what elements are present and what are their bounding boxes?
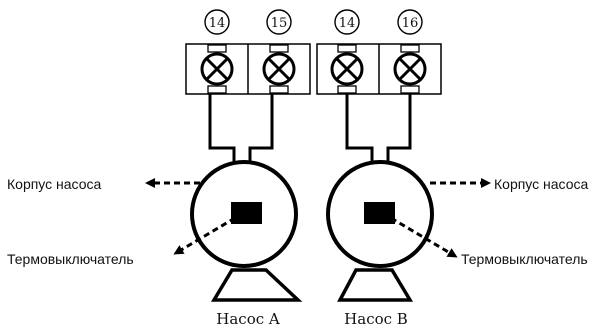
pump-name: Насос B <box>344 310 408 328</box>
housing-label: Корпус насоса <box>7 176 102 192</box>
thermal-switch-label: Термовыключатель <box>7 251 134 267</box>
pump-a: Корпус насоса Термовыключатель Насос A <box>7 160 303 328</box>
terminal-screw-icon <box>393 44 427 94</box>
thermal-switch <box>364 202 395 224</box>
terminal-4: 16 <box>393 9 427 94</box>
pump-b: Корпус насоса Термовыключатель Насос B <box>326 160 589 328</box>
terminal-screw-icon <box>200 44 234 94</box>
terminal-screw-icon <box>330 44 364 94</box>
pump-name: Насос A <box>216 310 280 328</box>
pump-base <box>210 268 303 302</box>
terminal-number: 15 <box>271 16 288 31</box>
terminal-3: 14 <box>330 9 364 94</box>
housing-label: Корпус насоса <box>494 176 589 192</box>
terminal-number-badge: 14 <box>204 9 230 35</box>
terminal-screw-icon <box>262 44 296 94</box>
thermal-switch-pointer-arrow <box>390 216 458 258</box>
terminal-2: 15 <box>262 9 296 94</box>
thermal-switch-label: Термовыключатель <box>461 251 588 267</box>
terminal-number-badge: 15 <box>266 9 292 35</box>
terminal-number: 16 <box>402 16 419 31</box>
thermal-switch <box>231 202 262 224</box>
terminal-number-badge: 14 <box>334 9 360 35</box>
pump-base <box>337 268 414 302</box>
terminal-number: 14 <box>339 16 356 31</box>
terminal-number-badge: 16 <box>397 9 423 35</box>
terminal-number: 14 <box>209 16 226 31</box>
thermal-switch-pointer-arrow <box>173 216 236 255</box>
terminal-1: 14 <box>200 9 234 94</box>
